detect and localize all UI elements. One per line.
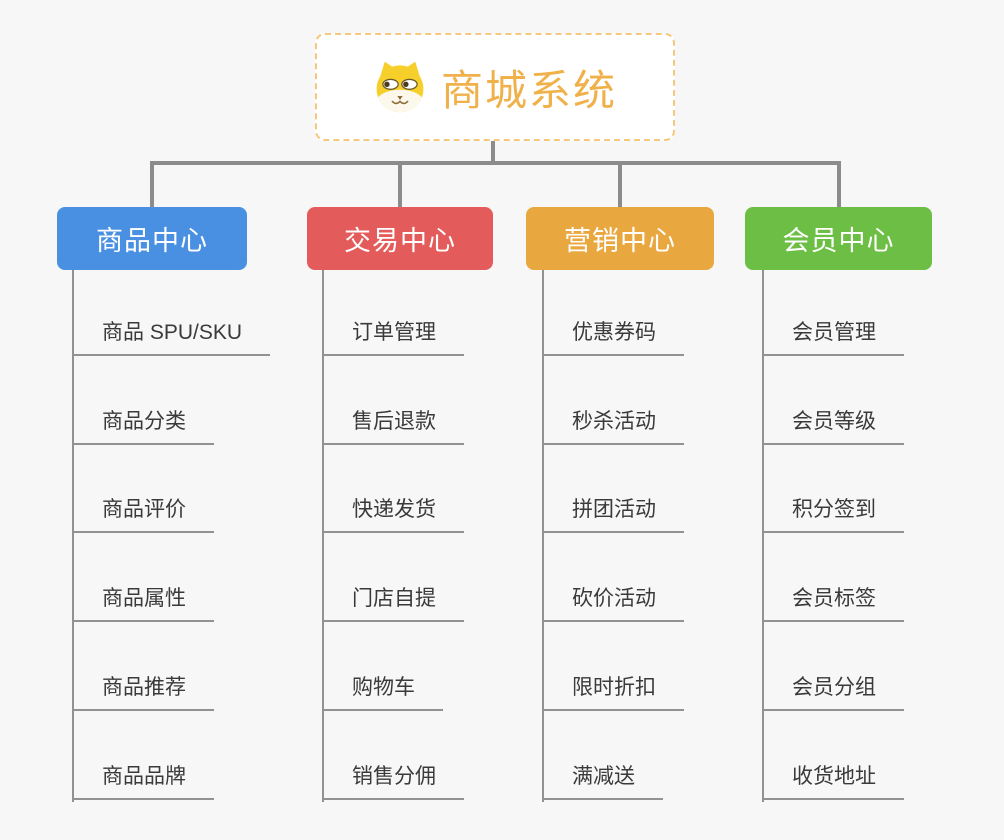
- root-title: 商城系统: [440, 66, 617, 114]
- leaf-label: 满减送: [572, 765, 635, 788]
- branch-label: 交易中心: [344, 226, 456, 256]
- branch-label: 会员中心: [782, 226, 895, 256]
- leaf-label: 收货地址: [792, 765, 876, 788]
- leaf-node[interactable]: 会员等级: [762, 401, 904, 445]
- leaf-label: 会员分组: [792, 676, 876, 699]
- leaf-node[interactable]: 会员分组: [762, 667, 904, 711]
- branch-node[interactable]: 商品中心: [57, 207, 247, 270]
- leaf-node[interactable]: 会员管理: [762, 312, 904, 356]
- leaf-label: 拼团活动: [572, 498, 656, 521]
- leaf-node[interactable]: 拼团活动: [542, 489, 684, 533]
- leaf-label: 优惠券码: [572, 321, 656, 344]
- branch-label: 营销中心: [564, 226, 676, 256]
- leaf-node[interactable]: 商品推荐: [72, 667, 214, 711]
- leaf-node[interactable]: 商品属性: [72, 578, 214, 622]
- leaf-label: 销售分佣: [352, 765, 436, 788]
- root-connector-stub: [491, 140, 495, 165]
- branch-bus-line: [150, 161, 841, 165]
- leaf-label: 门店自提: [352, 587, 436, 610]
- leaf-node[interactable]: 限时折扣: [542, 667, 684, 711]
- leaf-node[interactable]: 商品 SPU/SKU: [72, 312, 271, 356]
- branch-node[interactable]: 交易中心: [307, 207, 493, 270]
- leaf-label: 商品评价: [102, 498, 186, 521]
- branch-trunk-line: [762, 270, 764, 802]
- leaf-node[interactable]: 秒杀活动: [542, 401, 684, 445]
- leaf-label: 商品推荐: [102, 676, 186, 699]
- branch-connector-line: [150, 161, 154, 207]
- branch-trunk-line: [322, 270, 324, 802]
- leaf-node[interactable]: 购物车: [322, 667, 443, 711]
- leaf-node[interactable]: 商品分类: [72, 401, 214, 445]
- leaf-node[interactable]: 商品评价: [72, 489, 214, 533]
- leaf-label: 商品品牌: [102, 765, 186, 788]
- branch-label: 商品中心: [96, 226, 208, 256]
- leaf-node[interactable]: 快递发货: [322, 489, 464, 533]
- leaf-label: 售后退款: [352, 410, 436, 433]
- branch-connector-line: [837, 161, 841, 207]
- leaf-label: 会员标签: [792, 587, 876, 610]
- leaf-label: 快递发货: [352, 498, 436, 521]
- leaf-label: 购物车: [352, 676, 415, 699]
- leaf-node[interactable]: 满减送: [542, 756, 663, 800]
- leaf-label: 会员等级: [792, 410, 876, 433]
- leaf-label: 砍价活动: [572, 587, 656, 610]
- dog-icon: [373, 60, 427, 114]
- leaf-node[interactable]: 销售分佣: [322, 756, 464, 800]
- leaf-label: 商品 SPU/SKU: [102, 321, 243, 344]
- leaf-node[interactable]: 积分签到: [762, 489, 904, 533]
- leaf-node[interactable]: 优惠券码: [542, 312, 684, 356]
- branch-trunk-line: [542, 270, 544, 802]
- leaf-label: 秒杀活动: [572, 410, 656, 433]
- leaf-node[interactable]: 会员标签: [762, 578, 904, 622]
- leaf-label: 限时折扣: [572, 676, 656, 699]
- leaf-label: 积分签到: [792, 498, 876, 521]
- branch-connector-line: [618, 161, 622, 207]
- leaf-node[interactable]: 砍价活动: [542, 578, 684, 622]
- leaf-node[interactable]: 门店自提: [322, 578, 464, 622]
- leaf-label: 商品属性: [102, 587, 186, 610]
- leaf-label: 商品分类: [102, 410, 186, 433]
- branch-trunk-line: [72, 270, 74, 802]
- leaf-node[interactable]: 商品品牌: [72, 756, 214, 800]
- leaf-node[interactable]: 收货地址: [762, 756, 904, 800]
- leaf-label: 订单管理: [352, 321, 436, 344]
- branch-node[interactable]: 会员中心: [745, 207, 932, 270]
- root-node[interactable]: 商城系统: [315, 33, 675, 141]
- branch-node[interactable]: 营销中心: [526, 207, 714, 270]
- leaf-node[interactable]: 售后退款: [322, 401, 464, 445]
- leaf-node[interactable]: 订单管理: [322, 312, 464, 356]
- leaf-label: 会员管理: [792, 321, 876, 344]
- branch-connector-line: [398, 161, 402, 207]
